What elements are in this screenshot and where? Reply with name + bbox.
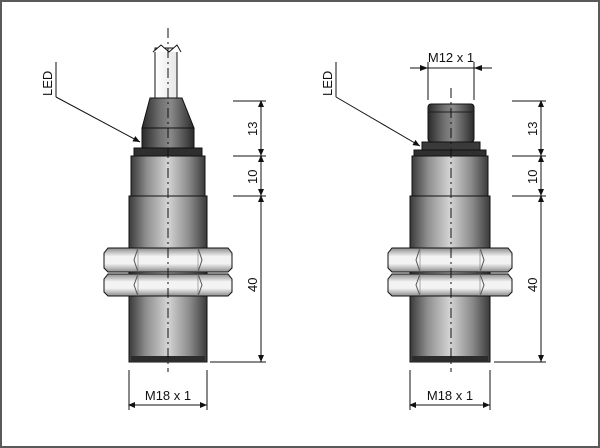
left-sensor: LED 13 10 40 M18 x 1: [40, 28, 266, 410]
thread-label: M18 x 1: [427, 388, 473, 403]
dim-13-label: 13: [525, 122, 540, 136]
sensor-body-upper: [411, 155, 489, 197]
lock-nut-upper: [103, 247, 233, 273]
led-leader: [55, 96, 141, 143]
thread-label: M18 x 1: [145, 388, 191, 403]
right-sensor: M12 x 1 LED 13 10 40 M18 x 1: [320, 50, 546, 410]
sensor-face: [412, 356, 488, 362]
cable-break-mark: [152, 44, 182, 53]
dim-40-label: 40: [525, 278, 540, 292]
m12-label: M12 x 1: [428, 50, 474, 65]
lock-nut-upper: [387, 247, 513, 273]
lock-nut-lower: [103, 273, 233, 297]
led-leader: [335, 96, 421, 147]
lock-nut-lower: [387, 273, 513, 297]
cable: [154, 47, 178, 99]
dim-40-label: 40: [245, 278, 260, 292]
m12-arrow-left: [420, 65, 428, 71]
led-label: LED: [320, 71, 335, 96]
dim-10-label: 10: [245, 170, 260, 184]
m12-arrow-right: [474, 65, 482, 71]
led-label: LED: [40, 71, 55, 96]
sensor-face: [131, 356, 205, 362]
dim-13-label: 13: [245, 122, 260, 136]
led-ring: [413, 149, 487, 157]
dim-10-label: 10: [525, 170, 540, 184]
